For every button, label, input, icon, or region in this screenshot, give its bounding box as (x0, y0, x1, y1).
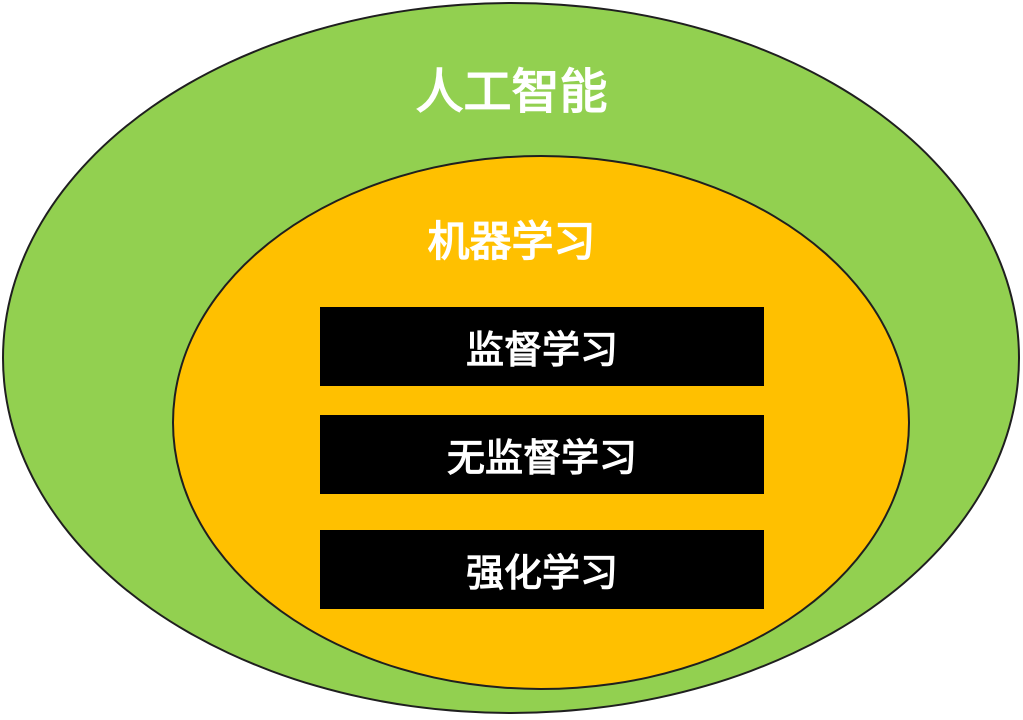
unsupervised-learning-label: 无监督学习 (446, 436, 637, 480)
unsupervised-learning-box: 无监督学习 (320, 415, 764, 494)
machine-learning-label: 机器学习 (427, 217, 596, 266)
supervised-learning-box: 监督学习 (320, 307, 764, 386)
supervised-learning-label: 监督学习 (465, 328, 618, 372)
artificial-intelligence-label: 人工智能 (415, 64, 608, 120)
reinforcement-learning-box: 强化学习 (320, 530, 764, 609)
reinforcement-learning-label: 强化学习 (465, 551, 618, 595)
